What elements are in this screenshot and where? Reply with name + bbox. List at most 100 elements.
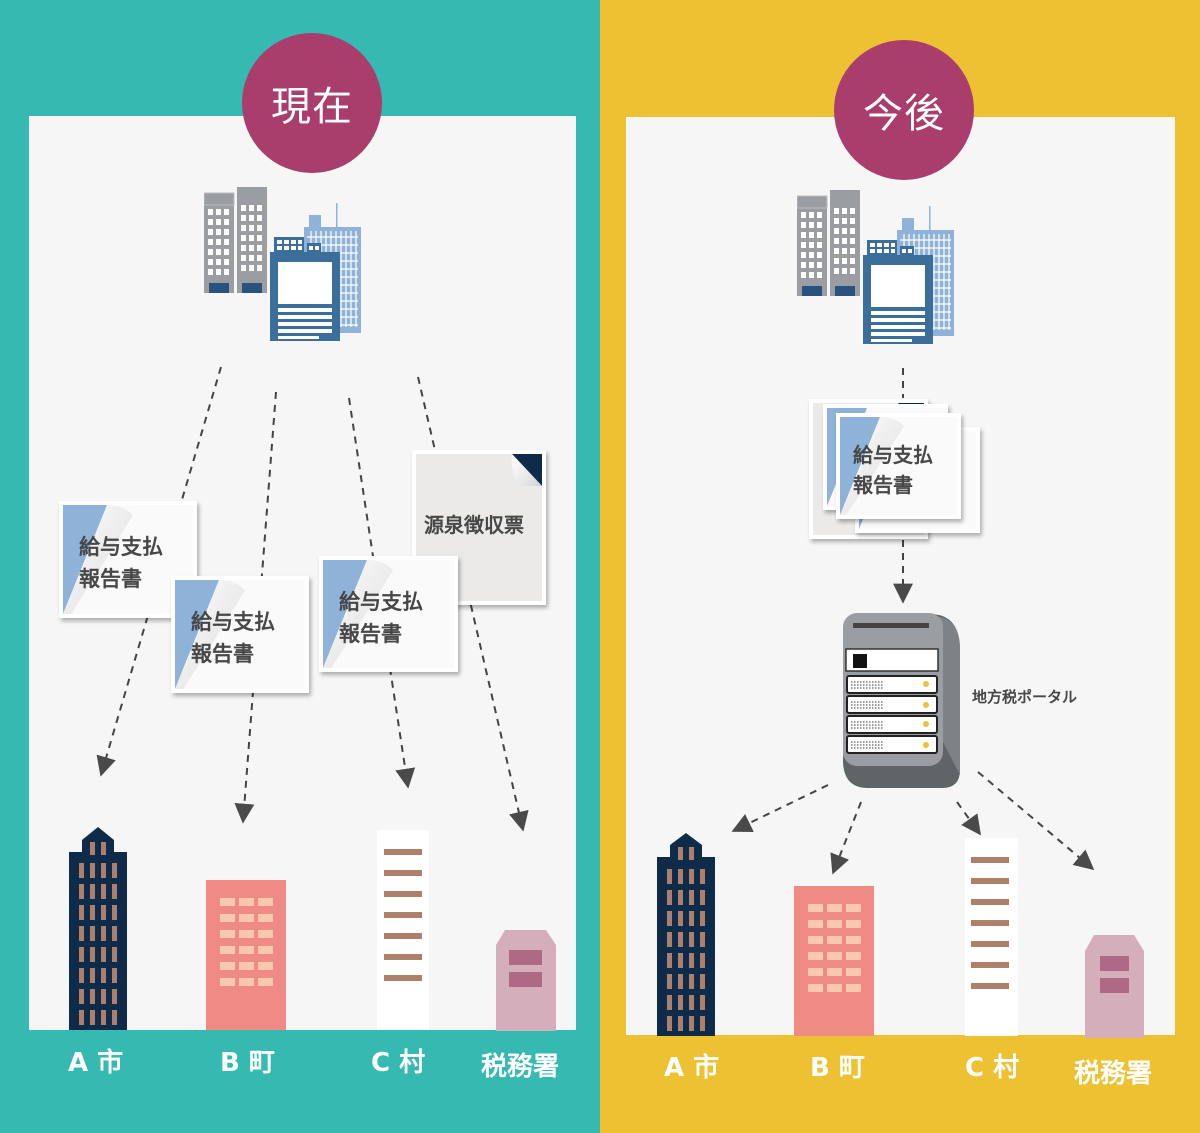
window — [384, 891, 422, 897]
window — [239, 946, 254, 954]
window — [971, 920, 1009, 926]
window — [700, 932, 705, 947]
window — [700, 890, 705, 905]
window — [667, 953, 672, 968]
arrow-to-town-b — [234, 391, 277, 824]
tax-office-building-icon — [1085, 935, 1144, 1038]
document-title: 源泉徴収票 — [424, 513, 524, 537]
current-panel: 源泉徴収票 給与支払 報告書 給与支払 報告書 給与支払 報告書 現在 A 市 … — [0, 0, 600, 1133]
window — [101, 989, 106, 1004]
window — [90, 884, 95, 899]
window — [112, 947, 117, 962]
window — [827, 936, 842, 944]
window — [971, 941, 1009, 947]
document-title: 給与支払 報告書 — [79, 535, 163, 591]
window — [808, 936, 823, 944]
withholding-slip-document: 源泉徴収票 — [412, 450, 546, 605]
tax-office-building-icon — [496, 930, 556, 1031]
window — [90, 863, 95, 878]
window — [971, 899, 1009, 905]
payroll-report-document: 給与支払 報告書 — [836, 413, 961, 519]
town-b-building-icon — [206, 880, 286, 1030]
tax-office-label: 税務署 — [1074, 1059, 1153, 1089]
window — [689, 911, 694, 926]
document-title: 給与支払 報告書 — [853, 443, 933, 497]
window — [689, 1016, 694, 1031]
window — [827, 984, 842, 992]
window — [384, 933, 422, 939]
town-b-building-icon — [794, 886, 874, 1036]
window — [827, 904, 842, 912]
window — [258, 962, 273, 970]
window — [846, 920, 861, 928]
window — [79, 884, 84, 899]
window — [667, 869, 672, 884]
window — [101, 926, 106, 941]
window — [678, 995, 683, 1010]
window — [667, 890, 672, 905]
window — [239, 978, 254, 986]
window — [700, 911, 705, 926]
window — [846, 968, 861, 976]
window — [79, 905, 84, 920]
window — [384, 975, 422, 981]
window — [239, 914, 254, 922]
window — [700, 869, 705, 884]
arrow-portal-to-town-b — [830, 801, 862, 875]
window — [220, 930, 235, 938]
arrow-portal-to-village-c — [956, 801, 981, 836]
window — [384, 912, 422, 918]
window — [678, 890, 683, 905]
village-c-building-icon — [377, 830, 429, 1030]
future-badge: 今後 — [834, 40, 974, 180]
window — [700, 974, 705, 989]
window — [239, 898, 254, 906]
future-graphics — [657, 189, 1144, 1038]
village-c-building-icon — [965, 838, 1018, 1036]
window — [79, 926, 84, 941]
window — [678, 953, 683, 968]
window — [101, 863, 106, 878]
window — [689, 890, 694, 905]
window — [700, 995, 705, 1010]
window — [971, 857, 1009, 863]
window — [220, 978, 235, 986]
town-b-label: B 町 — [810, 1053, 865, 1083]
window — [220, 914, 235, 922]
window — [112, 989, 117, 1004]
window — [79, 989, 84, 1004]
tax-portal-server-icon — [843, 613, 960, 788]
window — [667, 1016, 672, 1031]
window — [808, 952, 823, 960]
window — [79, 863, 84, 878]
window — [79, 968, 84, 983]
window — [700, 953, 705, 968]
window — [678, 911, 683, 926]
window — [258, 898, 273, 906]
window — [90, 989, 95, 1004]
window — [827, 968, 842, 976]
window — [689, 995, 694, 1010]
window — [667, 911, 672, 926]
window — [101, 884, 106, 899]
document-title: 給与支払 報告書 — [191, 610, 275, 666]
window — [239, 930, 254, 938]
window — [384, 849, 422, 855]
window — [689, 932, 694, 947]
city-a-label: A 市 — [664, 1053, 720, 1083]
window — [846, 952, 861, 960]
window — [112, 968, 117, 983]
window — [384, 954, 422, 960]
window — [678, 869, 683, 884]
window — [846, 904, 861, 912]
window — [689, 974, 694, 989]
window — [112, 926, 117, 941]
current-graphics — [69, 186, 556, 1031]
window — [220, 946, 235, 954]
window — [258, 930, 273, 938]
town-b-label: B 町 — [220, 1048, 275, 1078]
window — [239, 962, 254, 970]
window — [846, 984, 861, 992]
window — [689, 869, 694, 884]
window — [667, 974, 672, 989]
